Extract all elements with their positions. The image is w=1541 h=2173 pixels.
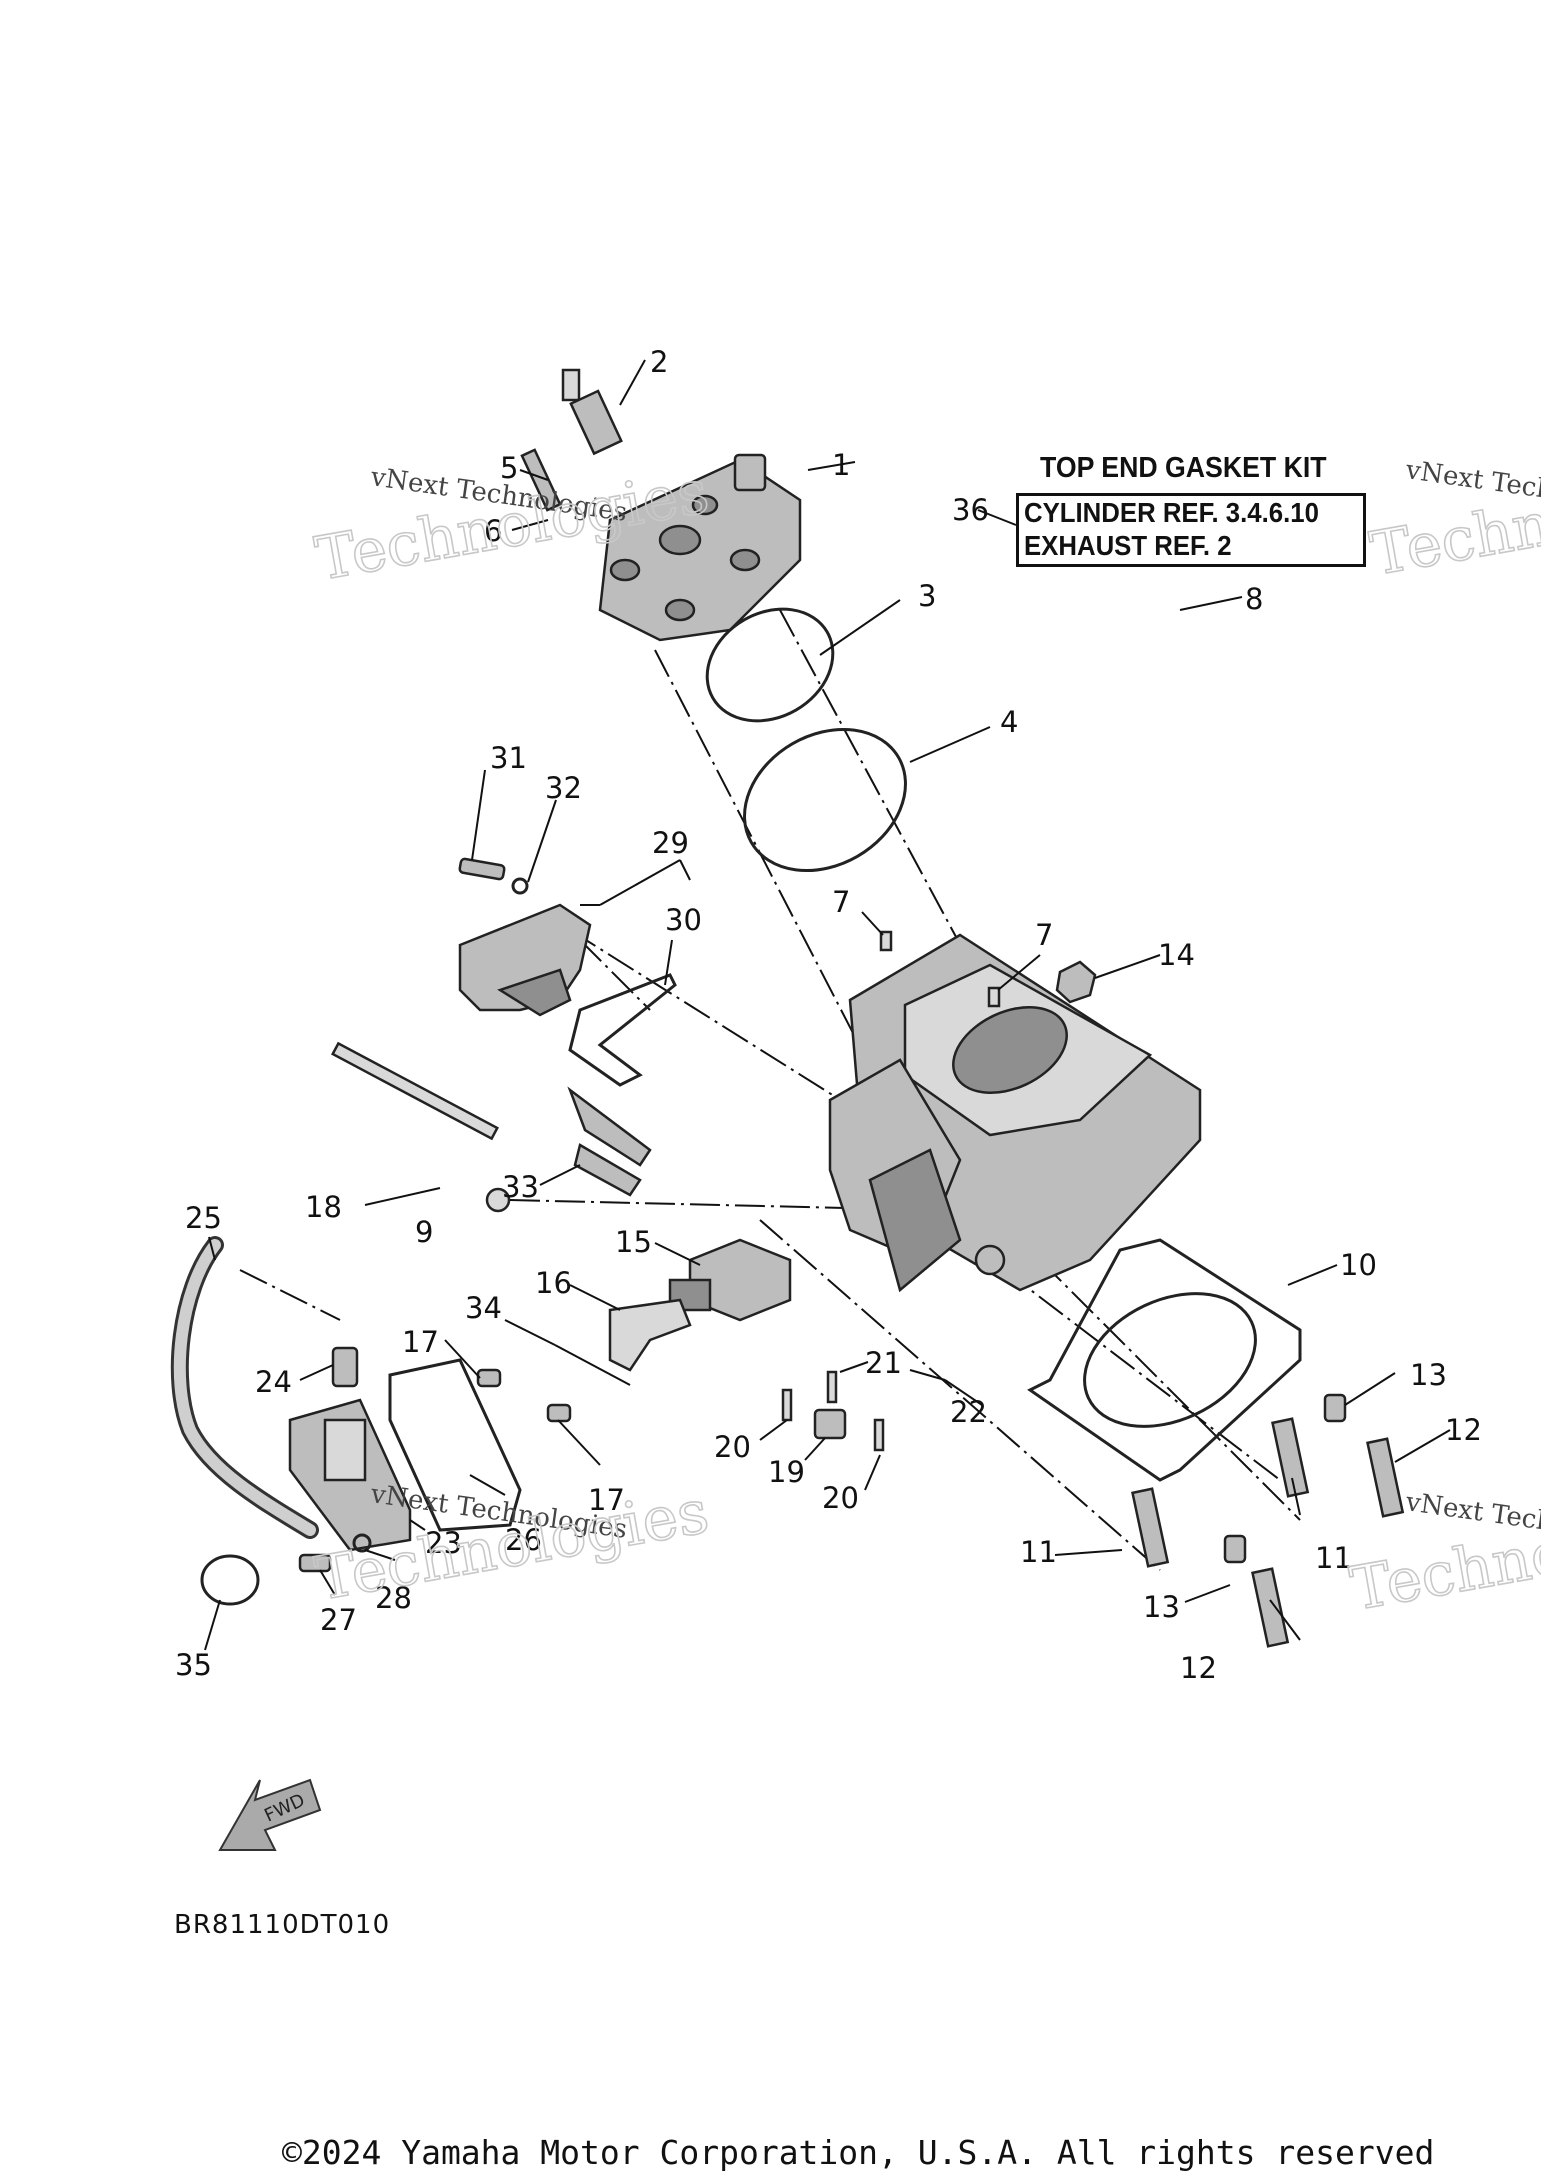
callout-5: 5	[500, 451, 518, 485]
o-ring-large	[743, 727, 907, 873]
callout-13a: 13	[1410, 1358, 1447, 1392]
nuts	[1055, 960, 1347, 1564]
valve-gasket	[568, 973, 677, 1087]
linkage	[781, 1370, 885, 1452]
callout-31: 31	[490, 741, 527, 775]
callout-26: 26	[505, 1523, 542, 1557]
cover-bolt	[458, 857, 506, 881]
cylinder-head	[598, 453, 802, 642]
exhaust-valve	[567, 1086, 652, 1197]
washer	[352, 1533, 372, 1553]
callout-4: 4	[1000, 705, 1018, 739]
callout-32: 32	[545, 771, 582, 805]
callout-11b: 11	[1315, 1541, 1352, 1575]
screw	[298, 1553, 332, 1573]
callout-9: 9	[415, 1215, 433, 1249]
valve-cover	[458, 903, 592, 1017]
copyright-notice: ©2024 Yamaha Motor Corporation, U.S.A. A…	[282, 2133, 1435, 2172]
callout-6: 6	[484, 514, 502, 548]
callout-12a: 12	[1445, 1413, 1482, 1447]
callout-33: 33	[502, 1170, 539, 1204]
base-gasket	[1027, 1238, 1302, 1482]
callout-30: 30	[665, 903, 702, 937]
lever	[608, 1298, 692, 1372]
callout-12b: 12	[1180, 1651, 1217, 1685]
leader-lines	[204, 359, 1451, 1651]
kit-box	[1016, 493, 1366, 567]
callout-17a: 17	[402, 1325, 439, 1359]
studs	[1131, 1417, 1405, 1648]
head-bolt	[520, 448, 562, 512]
kit-line-exhaust: EXHAUST REF. 2	[1024, 530, 1232, 561]
callout-29: 29	[652, 826, 689, 860]
bolts	[476, 1368, 572, 1423]
callout-16: 16	[535, 1266, 572, 1300]
callout-1: 1	[832, 448, 850, 482]
callout-10: 10	[1340, 1248, 1377, 1282]
callout-17b: 17	[588, 1483, 625, 1517]
callout-25: 25	[185, 1201, 222, 1235]
callout-21: 21	[865, 1346, 902, 1380]
side-cover	[288, 1398, 412, 1552]
o-ring-small	[705, 607, 835, 723]
callout-7b: 7	[1035, 918, 1053, 952]
callout-11a: 11	[1020, 1535, 1057, 1569]
actuator	[668, 1238, 792, 1322]
callout-22: 22	[950, 1395, 987, 1429]
spark-plug	[561, 368, 623, 456]
callout-13b: 13	[1143, 1590, 1180, 1624]
callout-34: 34	[465, 1291, 502, 1325]
cylinder-body	[828, 933, 1202, 1293]
callout-36: 36	[952, 493, 989, 527]
pin	[909, 1369, 946, 1381]
callout-23: 23	[425, 1526, 462, 1560]
callout-20b: 20	[822, 1481, 859, 1515]
callout-14: 14	[1158, 938, 1195, 972]
kit-title: TOP END GASKET KIT	[1040, 452, 1327, 484]
callout-19: 19	[768, 1455, 805, 1489]
callout-3: 3	[918, 579, 936, 613]
cover-washer	[511, 877, 529, 895]
callout-8: 8	[1245, 582, 1263, 616]
bushing	[485, 1187, 511, 1213]
callout-27: 27	[320, 1603, 357, 1637]
rod	[554, 1344, 631, 1386]
callout-labels: 1 2 3 4 5 6 7 7 8 9 10 11 11 12 12 13 13…	[175, 345, 1482, 1685]
valve-shaft	[331, 1041, 499, 1141]
side-gasket	[388, 1358, 522, 1532]
callout-7a: 7	[832, 885, 850, 919]
callout-2: 2	[650, 345, 668, 379]
callout-15: 15	[615, 1225, 652, 1259]
callout-20a: 20	[714, 1430, 751, 1464]
diagram-code: BR81110DT010	[174, 1910, 391, 1940]
callout-18: 18	[305, 1190, 342, 1224]
fwd-arrow: FWD	[218, 1778, 322, 1851]
fitting	[331, 1346, 359, 1388]
callout-28: 28	[375, 1581, 412, 1615]
callout-24: 24	[255, 1365, 292, 1399]
callout-35: 35	[175, 1648, 212, 1682]
dowel-pins	[879, 930, 1001, 1008]
kit-line-cylinder: CYLINDER REF. 3.4.6.10	[1024, 497, 1319, 528]
hose-clamp	[200, 1554, 260, 1606]
